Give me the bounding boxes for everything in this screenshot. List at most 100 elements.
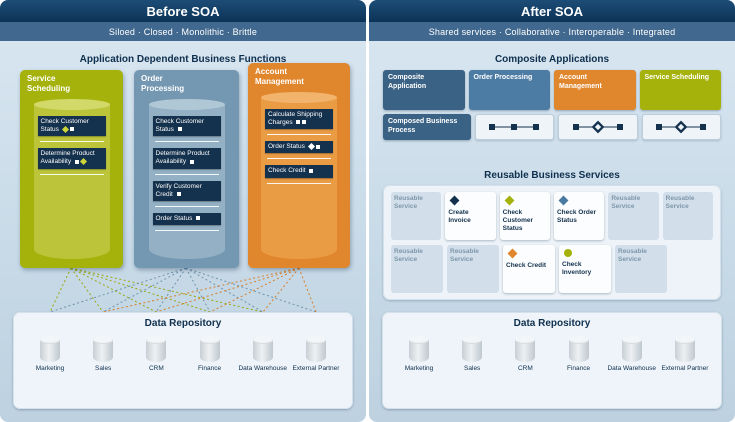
before-soa-subtitle: Siloed · Closed · Monolithic · Brittle bbox=[0, 22, 366, 41]
business-function: Determine Product Availability bbox=[37, 148, 106, 175]
database-finance: Finance bbox=[554, 336, 604, 372]
database-marketing: Marketing bbox=[25, 336, 75, 372]
database-data-warehouse: Data Warehouse bbox=[607, 336, 657, 372]
reusable-service-box: Reusable Service bbox=[447, 245, 499, 293]
data-repository-title: Data Repository bbox=[144, 318, 222, 329]
after-soa-subtitle: Shared services · Collaborative · Intero… bbox=[369, 22, 735, 41]
diamond-icon bbox=[449, 195, 460, 206]
gateway-flow-icon bbox=[572, 120, 623, 134]
business-function: Check Customer Status bbox=[152, 116, 221, 143]
database-icon bbox=[146, 336, 167, 362]
reusable-service-box: Reusable Service bbox=[391, 192, 442, 240]
business-function: Order Status bbox=[152, 212, 221, 232]
gateway-flow-icon bbox=[656, 120, 707, 134]
diamond-icon bbox=[507, 248, 518, 259]
function-label: Calculate Shipping Charges bbox=[268, 111, 323, 127]
reusable-service-box: Reusable Service bbox=[608, 192, 659, 240]
reusable-service-box: Reusable Service bbox=[391, 245, 443, 293]
function-label: Check Customer Status bbox=[155, 118, 204, 134]
service-label: Check Inventory bbox=[562, 261, 592, 276]
database-icon bbox=[93, 336, 114, 362]
account-management-box: Account Management bbox=[554, 70, 636, 110]
database-icon bbox=[199, 336, 220, 362]
composite-application-box: Composite Application bbox=[383, 70, 465, 110]
square-icon bbox=[74, 159, 79, 164]
database-icon bbox=[252, 336, 273, 362]
cylinder-lid bbox=[261, 92, 337, 103]
service-label: Check Order Status bbox=[556, 209, 597, 224]
database-icon bbox=[409, 336, 429, 362]
composed-process-row: Composed Business Process bbox=[383, 114, 721, 140]
silo-account-management: Account Management Calculate Shipping Ch… bbox=[248, 63, 350, 268]
data-repository-left: Data Repository Marketing Sales CRM Fina… bbox=[13, 312, 353, 409]
square-icon bbox=[302, 120, 307, 125]
database-icon bbox=[621, 336, 642, 362]
function-label: Order Status bbox=[268, 143, 305, 151]
composite-applications-title: Composite Applications bbox=[494, 54, 610, 65]
process-flow-box bbox=[641, 114, 721, 140]
square-icon bbox=[296, 120, 301, 125]
service-label: Create Invoice bbox=[448, 209, 471, 224]
reusable-services-container: Reusable Service Create Invoice Check Cu… bbox=[383, 185, 721, 300]
business-function: Check Credit bbox=[265, 165, 333, 184]
database-data-warehouse: Data Warehouse bbox=[238, 336, 288, 372]
database-finance: Finance bbox=[185, 336, 235, 372]
function-label: Check Customer Status bbox=[40, 118, 89, 134]
database-external-partner: External Partner bbox=[291, 336, 341, 372]
business-function: Calculate Shipping Charges bbox=[265, 109, 333, 136]
reusable-service-box: Reusable Service bbox=[662, 192, 713, 240]
composite-apps-row: Composite Application Order Processing A… bbox=[383, 70, 721, 110]
cylinder-lid bbox=[148, 99, 225, 110]
database-icon bbox=[515, 336, 536, 362]
check-inventory-service: Check Inventory bbox=[559, 245, 611, 293]
silo-title: Service Scheduling bbox=[27, 74, 71, 93]
check-order-status-service: Check Order Status bbox=[553, 192, 605, 240]
database-icon bbox=[462, 336, 483, 362]
application-cylinder: Calculate Shipping Charges Order Status … bbox=[261, 92, 337, 259]
square-icon bbox=[309, 168, 314, 173]
function-label: Order Status bbox=[155, 214, 193, 222]
silo-title: Order Processing bbox=[141, 74, 185, 93]
service-label: Check Credit bbox=[506, 262, 547, 269]
application-cylinder: Check Customer Status Determine Product … bbox=[33, 99, 110, 259]
business-function: Determine Product Availability bbox=[152, 148, 221, 175]
function-label: Check Credit bbox=[268, 167, 306, 175]
database-icon bbox=[674, 336, 695, 362]
function-label: Determine Product Availability bbox=[155, 150, 210, 166]
service-label: Check Customer Status bbox=[502, 209, 533, 232]
diamond-icon bbox=[504, 195, 515, 206]
business-function: Order Status bbox=[265, 141, 333, 160]
silo-order-processing: Order Processing Check Customer Status D… bbox=[134, 70, 239, 268]
database-icon bbox=[40, 336, 60, 362]
square-icon bbox=[189, 159, 194, 164]
database-marketing: Marketing bbox=[394, 336, 444, 372]
diamond-icon bbox=[61, 125, 69, 133]
create-invoice-service: Create Invoice bbox=[445, 192, 496, 240]
database-sales: Sales bbox=[78, 336, 128, 372]
reusable-service-box: Reusable Service bbox=[615, 245, 667, 293]
silo-title: Account Management bbox=[255, 67, 304, 86]
circle-icon bbox=[564, 249, 572, 257]
service-scheduling-box: Service Scheduling bbox=[639, 70, 721, 110]
business-function: Verify Customer Credit bbox=[152, 180, 221, 208]
square-icon bbox=[176, 191, 181, 196]
business-functions-title: Application Dependent Business Functions bbox=[79, 54, 287, 65]
reusable-services-title: Reusable Business Services bbox=[484, 170, 620, 181]
database-crm: CRM bbox=[131, 336, 181, 372]
function-label: Determine Product Availability bbox=[40, 150, 95, 166]
square-icon bbox=[69, 127, 74, 132]
database-external-partner: External Partner bbox=[660, 336, 710, 372]
data-repository-right: Data Repository Marketing Sales CRM Fina… bbox=[382, 312, 722, 409]
diamond-icon bbox=[558, 195, 569, 206]
square-icon bbox=[177, 127, 182, 132]
sequence-flow-icon bbox=[489, 124, 540, 130]
process-flow-box bbox=[474, 114, 554, 140]
database-icon bbox=[568, 336, 589, 362]
services-row-2: Reusable Service Reusable Service Check … bbox=[391, 245, 713, 293]
order-processing-box: Order Processing bbox=[468, 70, 550, 110]
process-flow-box bbox=[558, 114, 638, 140]
business-function: Check Customer Status bbox=[37, 116, 106, 143]
check-credit-service: Check Credit bbox=[503, 245, 555, 293]
before-soa-panel: Before SOA Siloed · Closed · Monolithic … bbox=[0, 0, 366, 422]
